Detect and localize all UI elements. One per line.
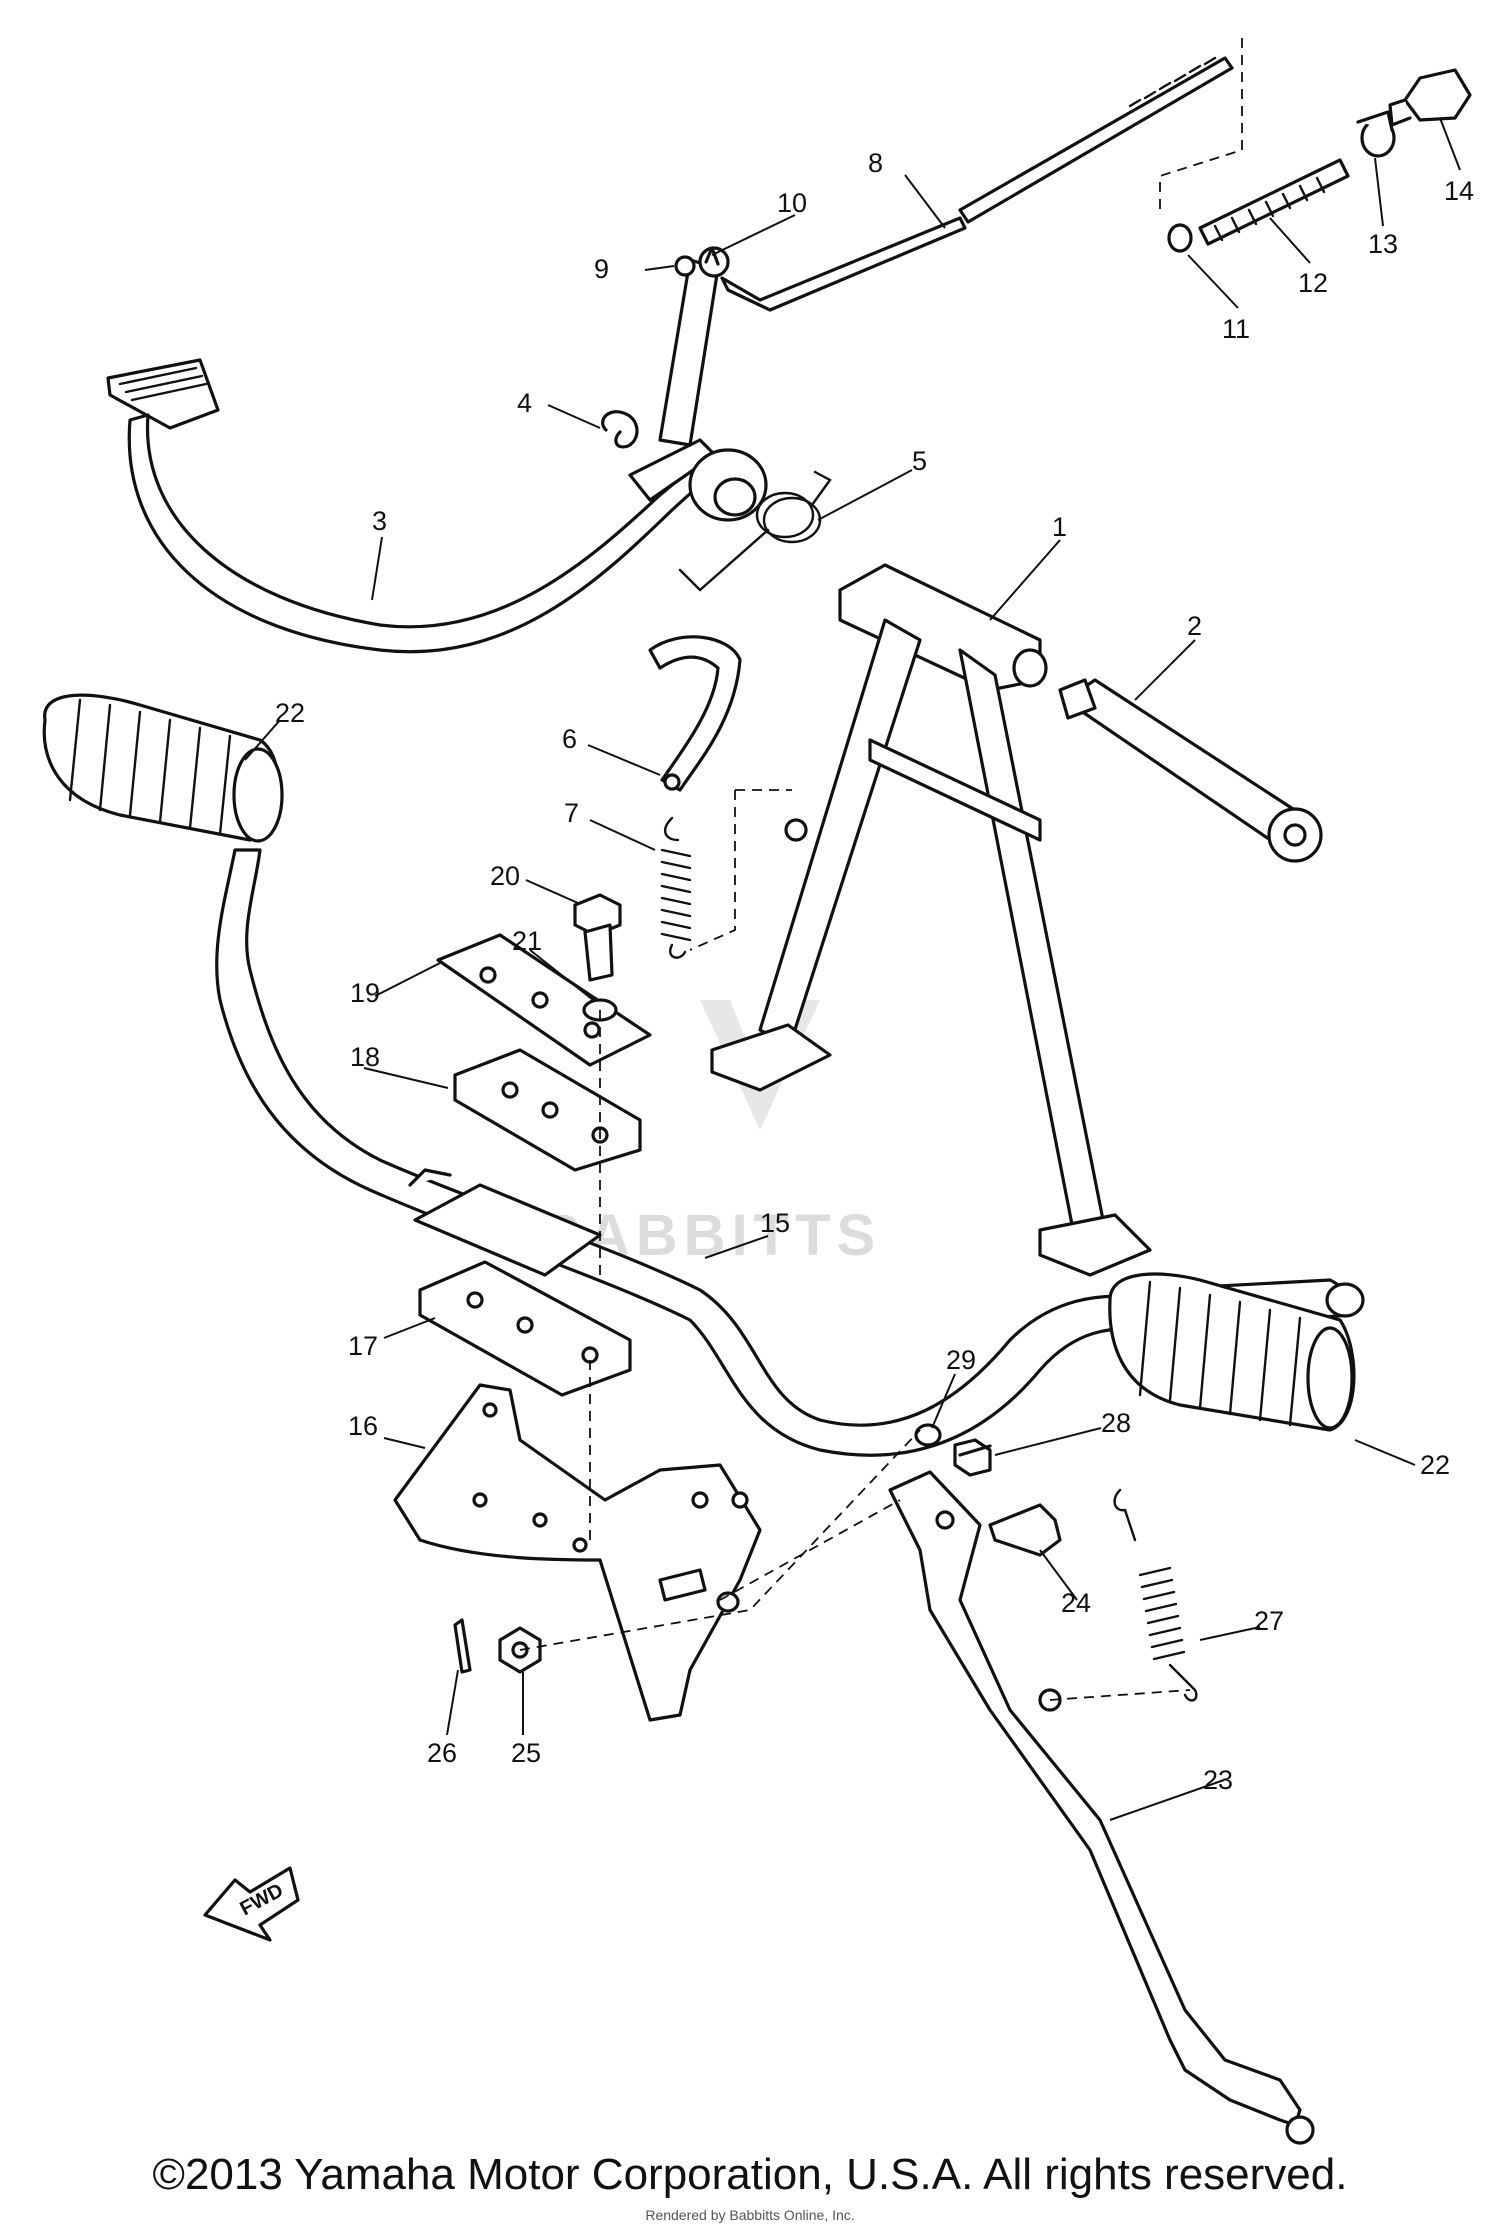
footrest-rubber-left	[42, 693, 284, 843]
callout-12: 12	[1298, 268, 1328, 298]
callout-labels: 1 2 3 4 5 6 7 8 9 10 11 12 13 14 15 16 1…	[275, 148, 1474, 1795]
callout-8: 8	[868, 148, 883, 178]
callout-22b: 22	[1420, 1450, 1450, 1480]
clip	[601, 410, 639, 449]
copyright-notice: ©2013 Yamaha Motor Corporation, U.S.A. A…	[152, 2150, 1348, 2199]
side-stand	[888, 1470, 1315, 2145]
callout-29: 29	[946, 1345, 976, 1375]
stand-spring	[660, 816, 692, 959]
callout-28: 28	[1101, 1408, 1131, 1438]
callout-16: 16	[348, 1411, 378, 1441]
callout-22a: 22	[275, 698, 305, 728]
callout-3: 3	[372, 506, 387, 536]
spring-hanger	[648, 635, 742, 792]
callout-11: 11	[1222, 314, 1250, 344]
callout-23: 23	[1203, 1765, 1233, 1795]
callout-9: 9	[594, 254, 609, 284]
fwd-arrow-icon: FWD	[203, 1866, 300, 1942]
footrest-bracket	[393, 1383, 762, 1722]
callout-7: 7	[564, 798, 579, 828]
footrest-rubber-right	[1108, 1272, 1356, 1432]
brake-rod	[720, 56, 1234, 312]
footer-note: Rendered by Babbitts Online, Inc.	[645, 2207, 855, 2223]
side-stand-bolt	[914, 1423, 992, 1477]
callout-17: 17	[348, 1331, 378, 1361]
callout-27: 27	[1254, 1606, 1284, 1636]
callout-13: 13	[1368, 229, 1398, 259]
callout-2: 2	[1187, 611, 1202, 641]
clevis-pin	[674, 246, 720, 277]
callout-24: 24	[1061, 1588, 1091, 1618]
callout-19: 19	[350, 978, 380, 1008]
stand-shaft	[1058, 678, 1323, 863]
pivot-bolt	[988, 1503, 1062, 1557]
return-spring	[678, 470, 832, 592]
assembly-lines	[519, 38, 1243, 1701]
callout-10: 10	[777, 188, 807, 218]
nut-and-pin	[453, 1618, 542, 1674]
plates	[418, 933, 652, 1397]
callout-5: 5	[912, 446, 927, 476]
adjuster-parts	[1167, 68, 1472, 253]
leader-lines	[244, 117, 1461, 1821]
callout-15: 15	[760, 1208, 790, 1238]
side-stand-spring	[1113, 1488, 1198, 1702]
callout-20: 20	[490, 861, 520, 891]
callout-25: 25	[511, 1738, 541, 1768]
callout-4: 4	[517, 388, 532, 418]
callout-26: 26	[427, 1738, 457, 1768]
main-stand	[710, 563, 1152, 1277]
callout-14: 14	[1444, 176, 1474, 206]
callout-18: 18	[350, 1042, 380, 1072]
callout-1: 1	[1052, 512, 1067, 542]
brake-pedal	[106, 246, 768, 654]
callout-6: 6	[562, 724, 577, 754]
callout-21: 21	[512, 926, 542, 956]
